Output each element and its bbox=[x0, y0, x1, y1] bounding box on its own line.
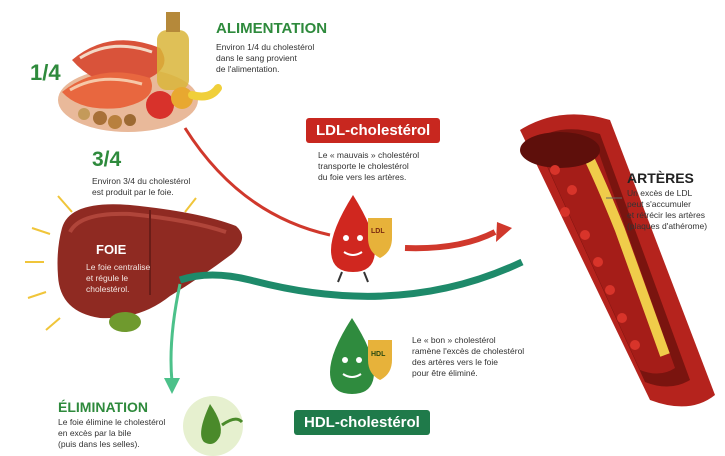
artery-illustration bbox=[520, 114, 715, 406]
elimination-arrow bbox=[171, 284, 180, 382]
ldl-badge: LDL bbox=[371, 228, 385, 235]
ldl-text: Le « mauvais » cholestérol transporte le… bbox=[318, 150, 419, 183]
alimentation-text: Environ 1/4 du cholestérol dans le sang … bbox=[216, 42, 314, 75]
foie-title: FOIE bbox=[96, 242, 126, 257]
ldl-to-artery-arrow bbox=[405, 232, 495, 248]
production-text: Environ 3/4 du cholestérol est produit p… bbox=[92, 176, 190, 198]
ldl-banner: LDL-cholestérol bbox=[306, 118, 440, 143]
hdl-badge: HDL bbox=[371, 351, 385, 358]
elimination-drop-icon bbox=[183, 396, 243, 456]
arteres-title: ARTÈRES bbox=[627, 170, 694, 186]
food-illustration bbox=[58, 12, 218, 132]
elimination-title: ÉLIMINATION bbox=[58, 399, 148, 415]
alimentation-fraction: 1/4 bbox=[30, 60, 61, 86]
arteres-text: Un excès de LDL peut s'accumuler et rétr… bbox=[627, 188, 707, 232]
alimentation-title: ALIMENTATION bbox=[216, 20, 327, 37]
hdl-banner: HDL-cholestérol bbox=[294, 410, 430, 435]
elimination-text: Le foie élimine le cholestérol en excès … bbox=[58, 417, 165, 450]
ldl-drop-character bbox=[331, 195, 392, 282]
production-fraction: 3/4 bbox=[92, 148, 121, 172]
foie-text: Le foie centralise et régule le cholesté… bbox=[86, 262, 150, 295]
hdl-text: Le « bon » cholestérol ramène l'excès de… bbox=[412, 335, 524, 379]
